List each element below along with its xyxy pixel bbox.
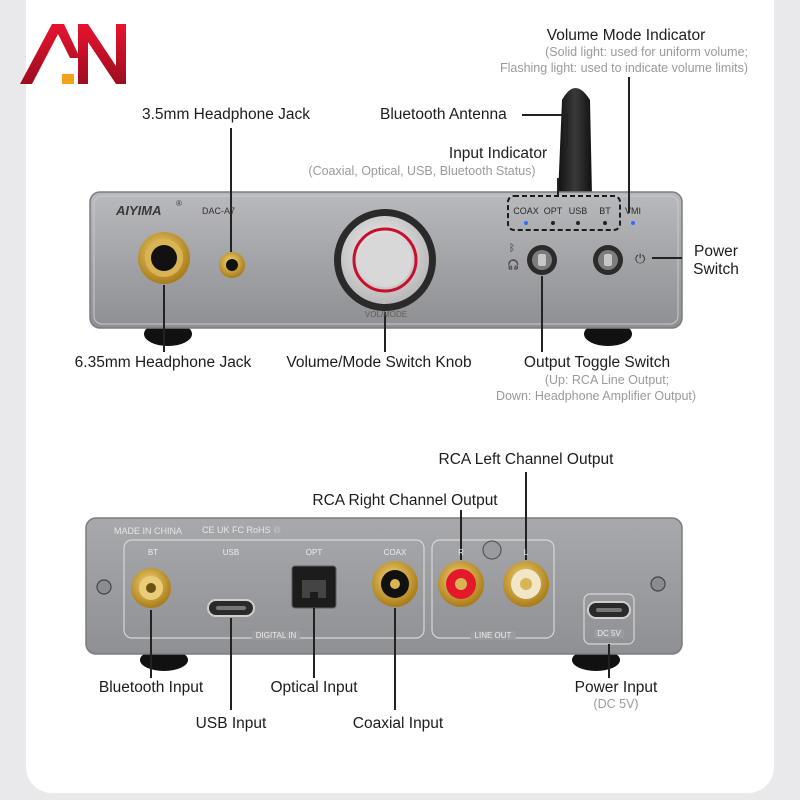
label-vol-knob: Volume/Mode Switch Knob	[286, 354, 472, 371]
digital-in-label: DIGITAL IN	[251, 631, 301, 640]
label-bluetooth-input: Bluetooth Input	[98, 679, 204, 696]
indicator-vmi: VMI	[624, 206, 642, 216]
power-switch[interactable]	[593, 245, 623, 275]
label-volume-mode-sub2: Flashing light: used to indicate volume …	[499, 61, 748, 75]
rca-l-label: L	[523, 548, 529, 557]
bluetooth-antenna	[558, 88, 592, 196]
label-input-indicator-sub: (Coaxial, Optical, USB, Bluetooth Status…	[308, 164, 536, 178]
label-output-toggle: Output Toggle Switch	[523, 354, 671, 371]
headphone-icon: 🎧	[507, 260, 520, 271]
rca-left-port	[503, 561, 549, 607]
label-power-switch-2: Switch	[693, 261, 739, 278]
port-label-coax: COAX	[383, 548, 407, 557]
label-volume-mode-sub1: (Solid light: used for uniform volume;	[545, 45, 748, 59]
rear-made-in: MADE IN CHINA	[114, 526, 183, 536]
indicator-usb: USB	[568, 206, 588, 216]
label-output-toggle-sub2: Down: Headphone Amplifier Output)	[495, 389, 697, 403]
port-label-opt: OPT	[305, 548, 323, 557]
power-icon: ⏻	[635, 251, 646, 266]
line-out-label: LINE OUT	[470, 631, 516, 640]
label-bluetooth-antenna: Bluetooth Antenna	[380, 106, 507, 123]
label-headphone-635: 6.35mm Headphone Jack	[74, 354, 252, 371]
usb-input-port	[207, 599, 255, 617]
label-rca-left: RCA Left Channel Output	[438, 451, 614, 468]
port-label-bt: BT	[147, 548, 159, 557]
label-headphone-35: 3.5mm Headphone Jack	[141, 106, 311, 123]
power-input-port	[587, 601, 631, 619]
rca-right-port	[438, 561, 484, 607]
headphone-635-jack	[138, 232, 190, 284]
port-label-usb: USB	[222, 548, 240, 557]
label-input-indicator: Input Indicator	[448, 145, 548, 162]
output-toggle-switch[interactable]	[527, 245, 557, 275]
label-power-input: Power Input	[574, 679, 658, 696]
input-indicator-box	[507, 195, 621, 231]
label-rca-right: RCA Right Channel Output	[312, 492, 498, 509]
knob-label: VOL/MODE	[364, 310, 408, 319]
indicator-bt: BT	[599, 206, 611, 216]
an-logo	[20, 24, 126, 84]
bluetooth-icon: ᛒ	[509, 243, 515, 254]
headphone-35-jack	[219, 252, 245, 278]
indicator-leds	[524, 221, 635, 225]
front-model: DAC-A7	[202, 206, 236, 216]
rear-screws	[96, 540, 666, 595]
indicator-coax: COAX	[513, 206, 539, 216]
label-optical-input: Optical Input	[270, 679, 358, 696]
optical-input-port	[291, 565, 337, 609]
leader-lines	[150, 77, 682, 710]
bluetooth-input-port	[131, 568, 171, 608]
front-brand: AIYIMA	[116, 203, 162, 218]
front-reg-mark: ®	[176, 199, 182, 208]
label-power-input-sub: (DC 5V)	[593, 697, 639, 711]
label-volume-mode-indicator: Volume Mode Indicator	[546, 27, 706, 44]
rca-r-label: R	[458, 548, 464, 557]
label-coaxial-input: Coaxial Input	[352, 715, 444, 732]
label-usb-input: USB Input	[195, 715, 267, 732]
label-output-toggle-sub1: (Up: RCA Line Output;	[544, 373, 670, 387]
label-power-switch-1: Power	[694, 243, 738, 260]
dc-label: DC 5V	[594, 629, 624, 638]
rear-cert-marks: CE UK FC RoHS ♲	[202, 525, 282, 535]
volume-mode-knob[interactable]	[334, 209, 436, 311]
coaxial-input-port	[372, 561, 418, 607]
indicator-opt: OPT	[543, 206, 563, 216]
